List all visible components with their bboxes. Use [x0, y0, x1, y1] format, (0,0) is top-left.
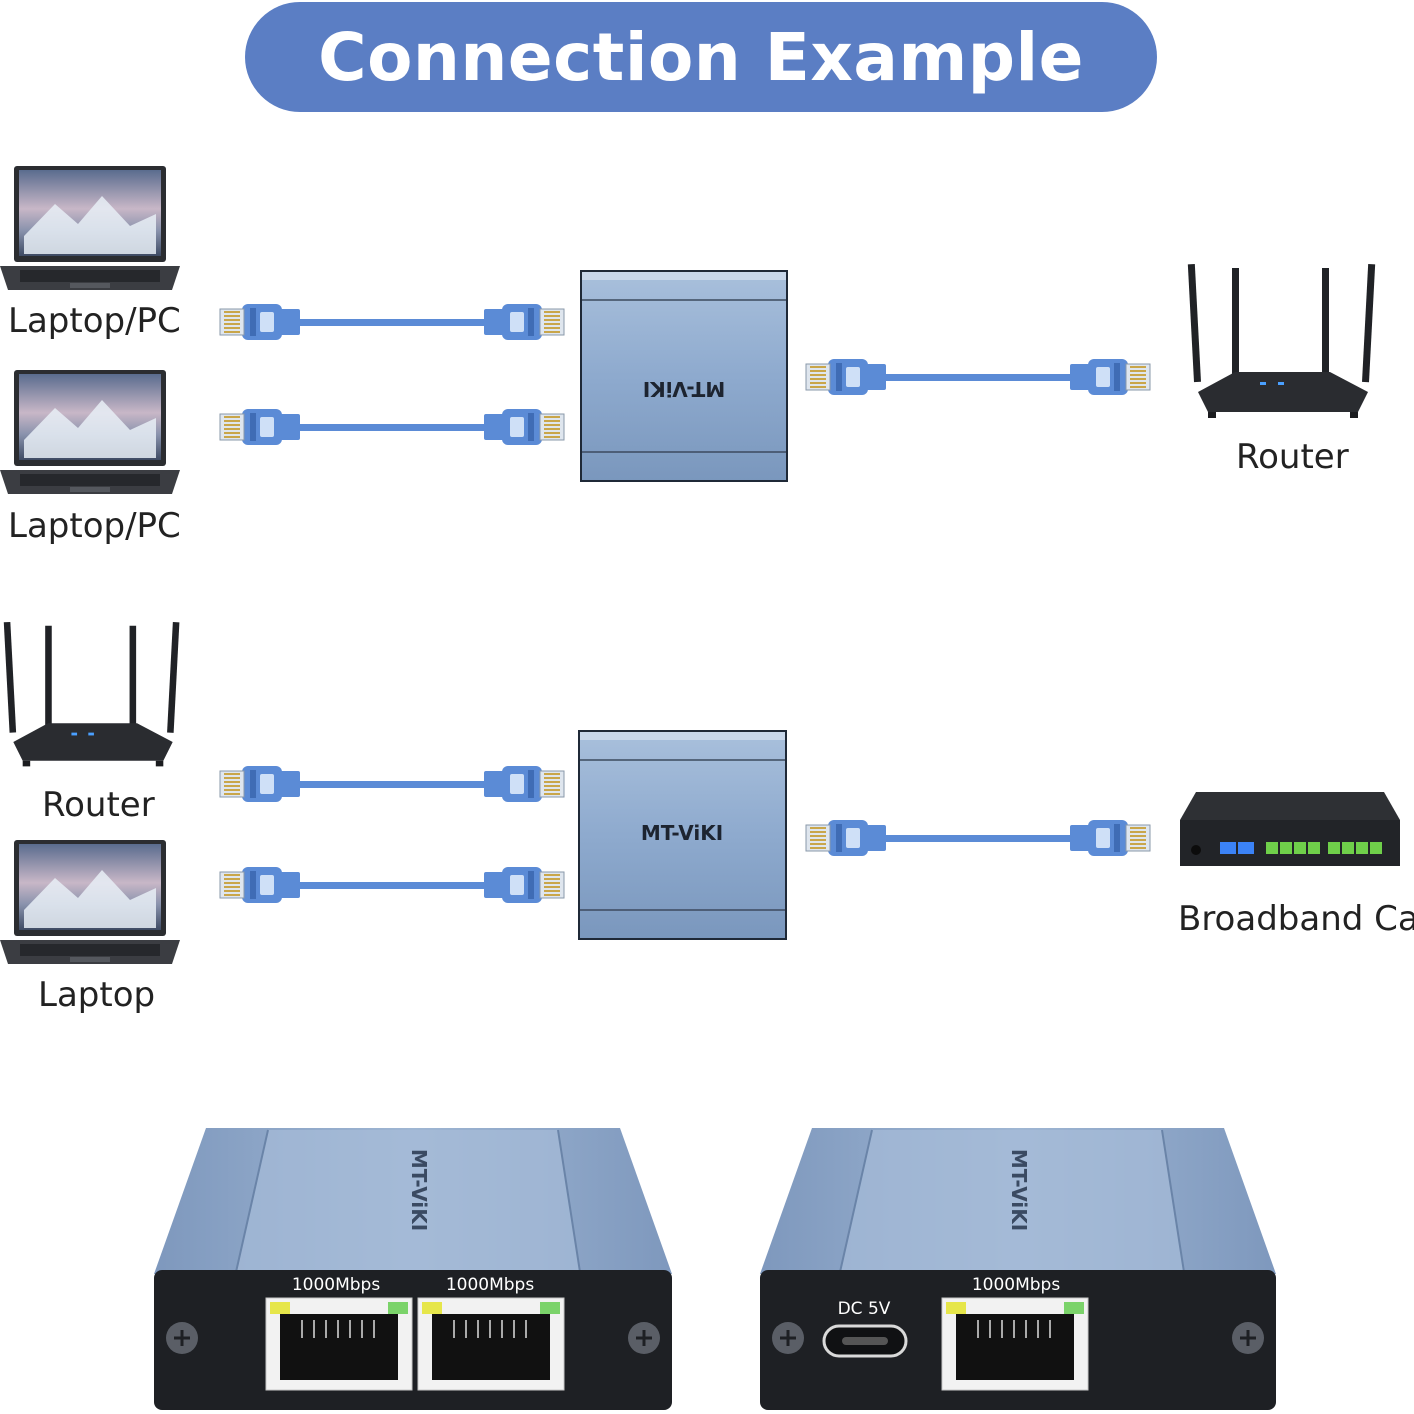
- product-logo: MT-ViKI: [1007, 1149, 1031, 1231]
- ethernet-cable: [219, 408, 565, 446]
- switch-hub: MT-ViKI: [580, 270, 788, 482]
- modem-icon: [1180, 792, 1400, 866]
- power-label: DC 5V: [838, 1299, 891, 1319]
- laptop-icon: [0, 840, 180, 964]
- router-icon: [1187, 263, 1376, 418]
- page-title: Connection Example: [318, 18, 1084, 96]
- ethernet-cable: [219, 866, 565, 904]
- ethernet-cable: [219, 303, 565, 341]
- hub-logo: MT-ViKI: [643, 377, 725, 401]
- product-logo: MT-ViKI: [407, 1149, 431, 1231]
- device-label: Router: [42, 785, 155, 825]
- ethernet-cable: [805, 358, 1151, 396]
- port-label: 1000Mbps: [972, 1275, 1061, 1295]
- title-banner: Connection Example: [245, 2, 1157, 112]
- router-icon: [3, 621, 180, 767]
- device-label: Laptop: [38, 975, 156, 1015]
- product-single-port: MT-ViKI DC 5V 1000Mbps: [760, 1128, 1276, 1410]
- laptop-icon: [0, 370, 180, 494]
- device-label: Router: [1236, 437, 1349, 477]
- device-label: Laptop/PC: [8, 506, 181, 546]
- product-dual-port: MT-ViKI 1000Mbps 1000Mbps: [154, 1128, 672, 1410]
- port-label: 1000Mbps: [292, 1275, 381, 1295]
- device-label: Laptop/PC: [8, 301, 181, 341]
- laptop-icon: [0, 166, 180, 290]
- port-label: 1000Mbps: [446, 1275, 535, 1295]
- hub-logo: MT-ViKI: [641, 821, 723, 845]
- switch-hub: MT-ViKI: [578, 730, 787, 940]
- ethernet-cable: [805, 819, 1151, 857]
- ethernet-cable: [219, 765, 565, 803]
- device-label: Broadband Cat: [1178, 899, 1414, 939]
